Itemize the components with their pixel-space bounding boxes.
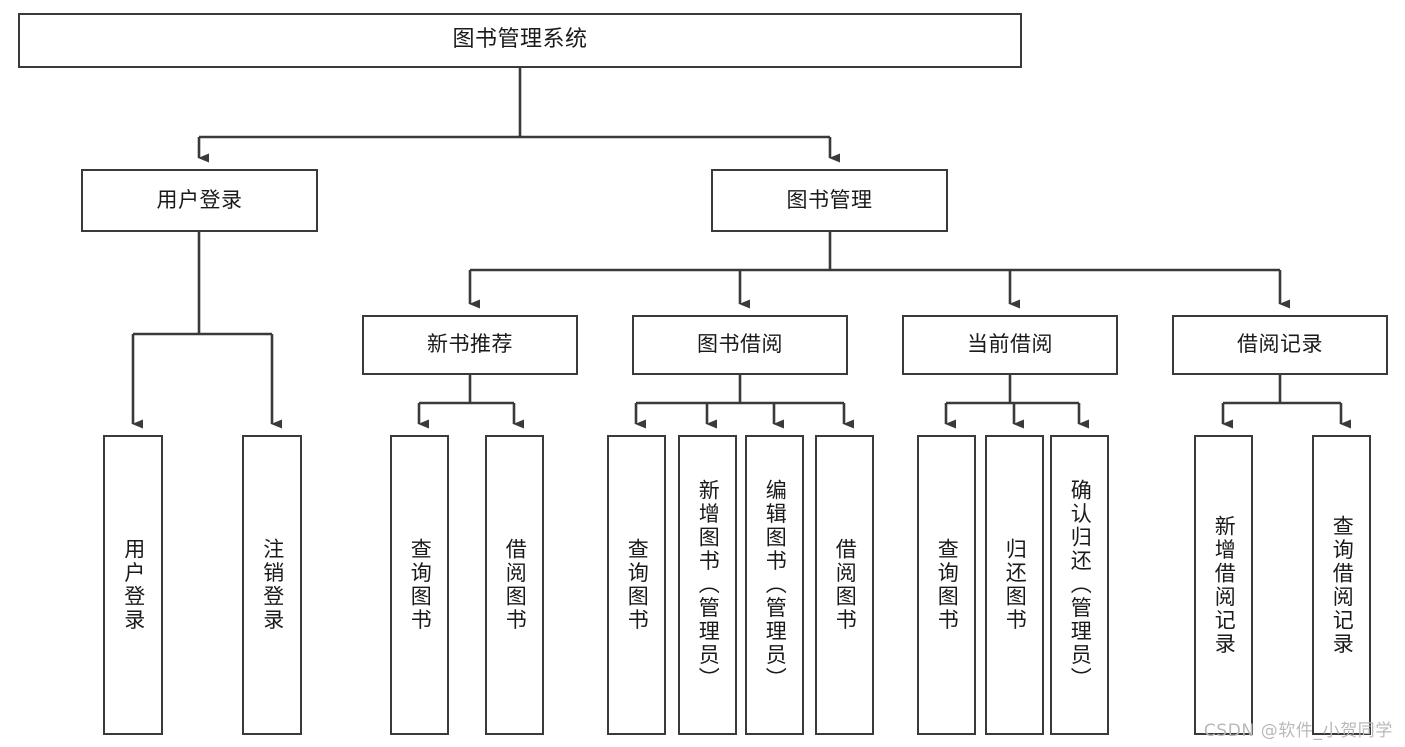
- leaf-label: 借阅图书: [833, 538, 858, 632]
- leaf-label: 用户登录: [121, 538, 146, 632]
- leaf-label: 查询图书: [408, 538, 433, 632]
- leaf-label: 归还图书: [1003, 538, 1028, 632]
- leaf-edit-book-admin[interactable]: 编辑图书（管理员）: [745, 435, 804, 735]
- leaf-query-book-current[interactable]: 查询图书: [917, 435, 976, 735]
- leaf-borrow-book-borrow[interactable]: 借阅图书: [815, 435, 874, 735]
- leaf-label: 编辑图书（管理员）: [763, 479, 788, 691]
- leaf-logout[interactable]: 注销登录: [242, 435, 302, 735]
- leaf-query-book-newbook[interactable]: 查询图书: [390, 435, 449, 735]
- leaf-confirm-return-admin[interactable]: 确认归还（管理员）: [1050, 435, 1109, 735]
- node-book-management[interactable]: 图书管理: [711, 169, 948, 232]
- node-book-borrow[interactable]: 图书借阅: [632, 315, 848, 375]
- node-user-login[interactable]: 用户登录: [81, 169, 318, 232]
- leaf-label: 确认归还（管理员）: [1068, 479, 1093, 691]
- node-current-borrow[interactable]: 当前借阅: [902, 315, 1118, 375]
- leaf-label: 新增图书（管理员）: [696, 479, 721, 691]
- leaf-label: 查询借阅记录: [1330, 514, 1355, 656]
- node-root-system[interactable]: 图书管理系统: [18, 13, 1022, 68]
- leaf-label: 借阅图书: [503, 538, 528, 632]
- leaf-query-borrow-record[interactable]: 查询借阅记录: [1312, 435, 1371, 735]
- leaf-add-borrow-record[interactable]: 新增借阅记录: [1194, 435, 1253, 735]
- node-borrow-record[interactable]: 借阅记录: [1172, 315, 1388, 375]
- leaf-borrow-book-newbook[interactable]: 借阅图书: [485, 435, 544, 735]
- node-new-book-recommend[interactable]: 新书推荐: [362, 315, 578, 375]
- leaf-label: 注销登录: [260, 538, 285, 632]
- leaf-label: 查询图书: [935, 538, 960, 632]
- leaf-label: 新增借阅记录: [1212, 514, 1237, 656]
- leaf-add-book-admin[interactable]: 新增图书（管理员）: [678, 435, 737, 735]
- leaf-user-login[interactable]: 用户登录: [103, 435, 163, 735]
- leaf-label: 查询图书: [625, 538, 650, 632]
- leaf-query-book-borrow[interactable]: 查询图书: [607, 435, 666, 735]
- leaf-return-book[interactable]: 归还图书: [985, 435, 1044, 735]
